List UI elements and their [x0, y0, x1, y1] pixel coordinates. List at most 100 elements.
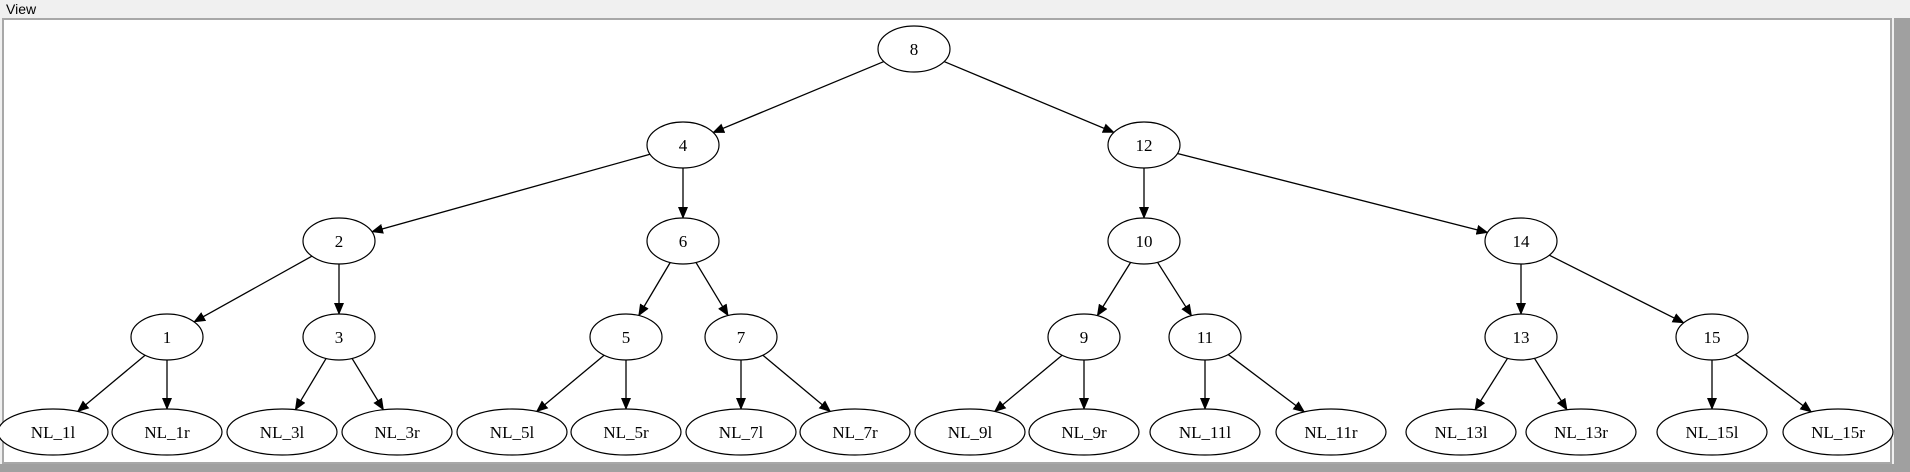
node-ellipse: [226, 408, 338, 456]
node-5[interactable]: 5: [589, 313, 663, 361]
edge-10-11: [1156, 261, 1193, 317]
menu-view[interactable]: View: [6, 1, 37, 17]
edge-12-14: [1177, 152, 1489, 235]
node-ellipse: [877, 25, 951, 73]
node-NL_13r[interactable]: NL_13r: [1525, 408, 1637, 456]
node-label: 1: [163, 328, 172, 347]
horizontal-scrollbar[interactable]: [0, 464, 1910, 472]
edge-8-12: [943, 60, 1115, 134]
node-ellipse: [0, 408, 109, 456]
node-13[interactable]: 13: [1484, 313, 1558, 361]
node-1[interactable]: 1: [130, 313, 204, 361]
node-NL_11l[interactable]: NL_11l: [1149, 408, 1261, 456]
node-ellipse: [1525, 408, 1637, 456]
node-9[interactable]: 9: [1047, 313, 1121, 361]
node-4[interactable]: 4: [646, 121, 720, 169]
node-label: NL_3r: [374, 423, 420, 442]
edge-13-NL_13r: [1533, 357, 1568, 411]
node-NL_5r[interactable]: NL_5r: [570, 408, 682, 456]
node-label: NL_5l: [490, 423, 535, 442]
node-8[interactable]: 8: [877, 25, 951, 73]
node-6[interactable]: 6: [646, 217, 720, 265]
node-ellipse: [799, 408, 911, 456]
node-NL_1r[interactable]: NL_1r: [111, 408, 223, 456]
node-label: NL_1l: [31, 423, 76, 442]
node-NL_15r[interactable]: NL_15r: [1782, 408, 1894, 456]
node-NL_3r[interactable]: NL_3r: [341, 408, 453, 456]
edge-13-NL_13l: [1474, 357, 1509, 411]
node-label: 9: [1080, 328, 1089, 347]
node-NL_5l[interactable]: NL_5l: [456, 408, 568, 456]
node-label: NL_13l: [1435, 423, 1488, 442]
node-ellipse: [704, 313, 778, 361]
node-label: NL_13r: [1554, 423, 1608, 442]
node-label: 13: [1513, 328, 1530, 347]
node-10[interactable]: 10: [1107, 217, 1181, 265]
node-ellipse: [1275, 408, 1387, 456]
edge-3-NL_3r: [351, 358, 384, 411]
node-ellipse: [1484, 217, 1558, 265]
node-3[interactable]: 3: [302, 313, 376, 361]
node-label: 15: [1704, 328, 1721, 347]
node-label: 7: [737, 328, 746, 347]
node-ellipse: [1047, 313, 1121, 361]
node-ellipse: [589, 313, 663, 361]
node-NL_9l[interactable]: NL_9l: [914, 408, 1026, 456]
node-2[interactable]: 2: [302, 217, 376, 265]
node-ellipse: [1675, 313, 1749, 361]
node-label: 6: [679, 232, 688, 251]
node-label: 10: [1136, 232, 1153, 251]
node-ellipse: [1107, 121, 1181, 169]
node-ellipse: [1484, 313, 1558, 361]
node-NL_1l[interactable]: NL_1l: [0, 408, 109, 456]
vertical-scrollbar[interactable]: [1894, 18, 1910, 472]
node-ellipse: [1782, 408, 1894, 456]
menu-bar: View: [0, 0, 1910, 18]
node-label: 14: [1513, 232, 1531, 251]
node-ellipse: [1656, 408, 1768, 456]
node-ellipse: [685, 408, 797, 456]
node-label: NL_3l: [260, 423, 305, 442]
node-label: NL_15l: [1686, 423, 1739, 442]
node-15[interactable]: 15: [1675, 313, 1749, 361]
node-ellipse: [646, 217, 720, 265]
edge-15-NL_15r: [1734, 354, 1813, 413]
node-7[interactable]: 7: [704, 313, 778, 361]
edge-6-5: [638, 262, 671, 317]
node-NL_7l[interactable]: NL_7l: [685, 408, 797, 456]
node-NL_7r[interactable]: NL_7r: [799, 408, 911, 456]
edge-10-9: [1096, 262, 1132, 317]
node-NL_13l[interactable]: NL_13l: [1405, 408, 1517, 456]
node-label: 2: [335, 232, 344, 251]
node-label: NL_11r: [1304, 423, 1358, 442]
node-label: NL_7r: [832, 423, 878, 442]
edge-5-NL_5l: [535, 354, 605, 413]
edge-7-NL_7r: [762, 354, 832, 413]
node-NL_11r[interactable]: NL_11r: [1275, 408, 1387, 456]
node-NL_3l[interactable]: NL_3l: [226, 408, 338, 456]
node-NL_9r[interactable]: NL_9r: [1028, 408, 1140, 456]
node-label: NL_15r: [1811, 423, 1865, 442]
node-label: NL_9l: [948, 423, 993, 442]
node-ellipse: [341, 408, 453, 456]
node-12[interactable]: 12: [1107, 121, 1181, 169]
edge-11-NL_11r: [1227, 354, 1306, 413]
node-label: 4: [679, 136, 688, 155]
node-ellipse: [1107, 217, 1181, 265]
node-14[interactable]: 14: [1484, 217, 1558, 265]
node-NL_15l[interactable]: NL_15l: [1656, 408, 1768, 456]
node-ellipse: [1405, 408, 1517, 456]
edge-14-15: [1549, 254, 1685, 324]
node-11[interactable]: 11: [1168, 313, 1242, 361]
node-label: 12: [1136, 136, 1153, 155]
edge-4-2: [371, 153, 651, 234]
node-ellipse: [130, 313, 204, 361]
edge-2-1: [193, 255, 313, 323]
node-label: NL_5r: [603, 423, 649, 442]
node-label: 5: [622, 328, 631, 347]
node-label: 11: [1197, 328, 1213, 347]
node-ellipse: [1149, 408, 1261, 456]
node-label: 3: [335, 328, 344, 347]
node-ellipse: [456, 408, 568, 456]
